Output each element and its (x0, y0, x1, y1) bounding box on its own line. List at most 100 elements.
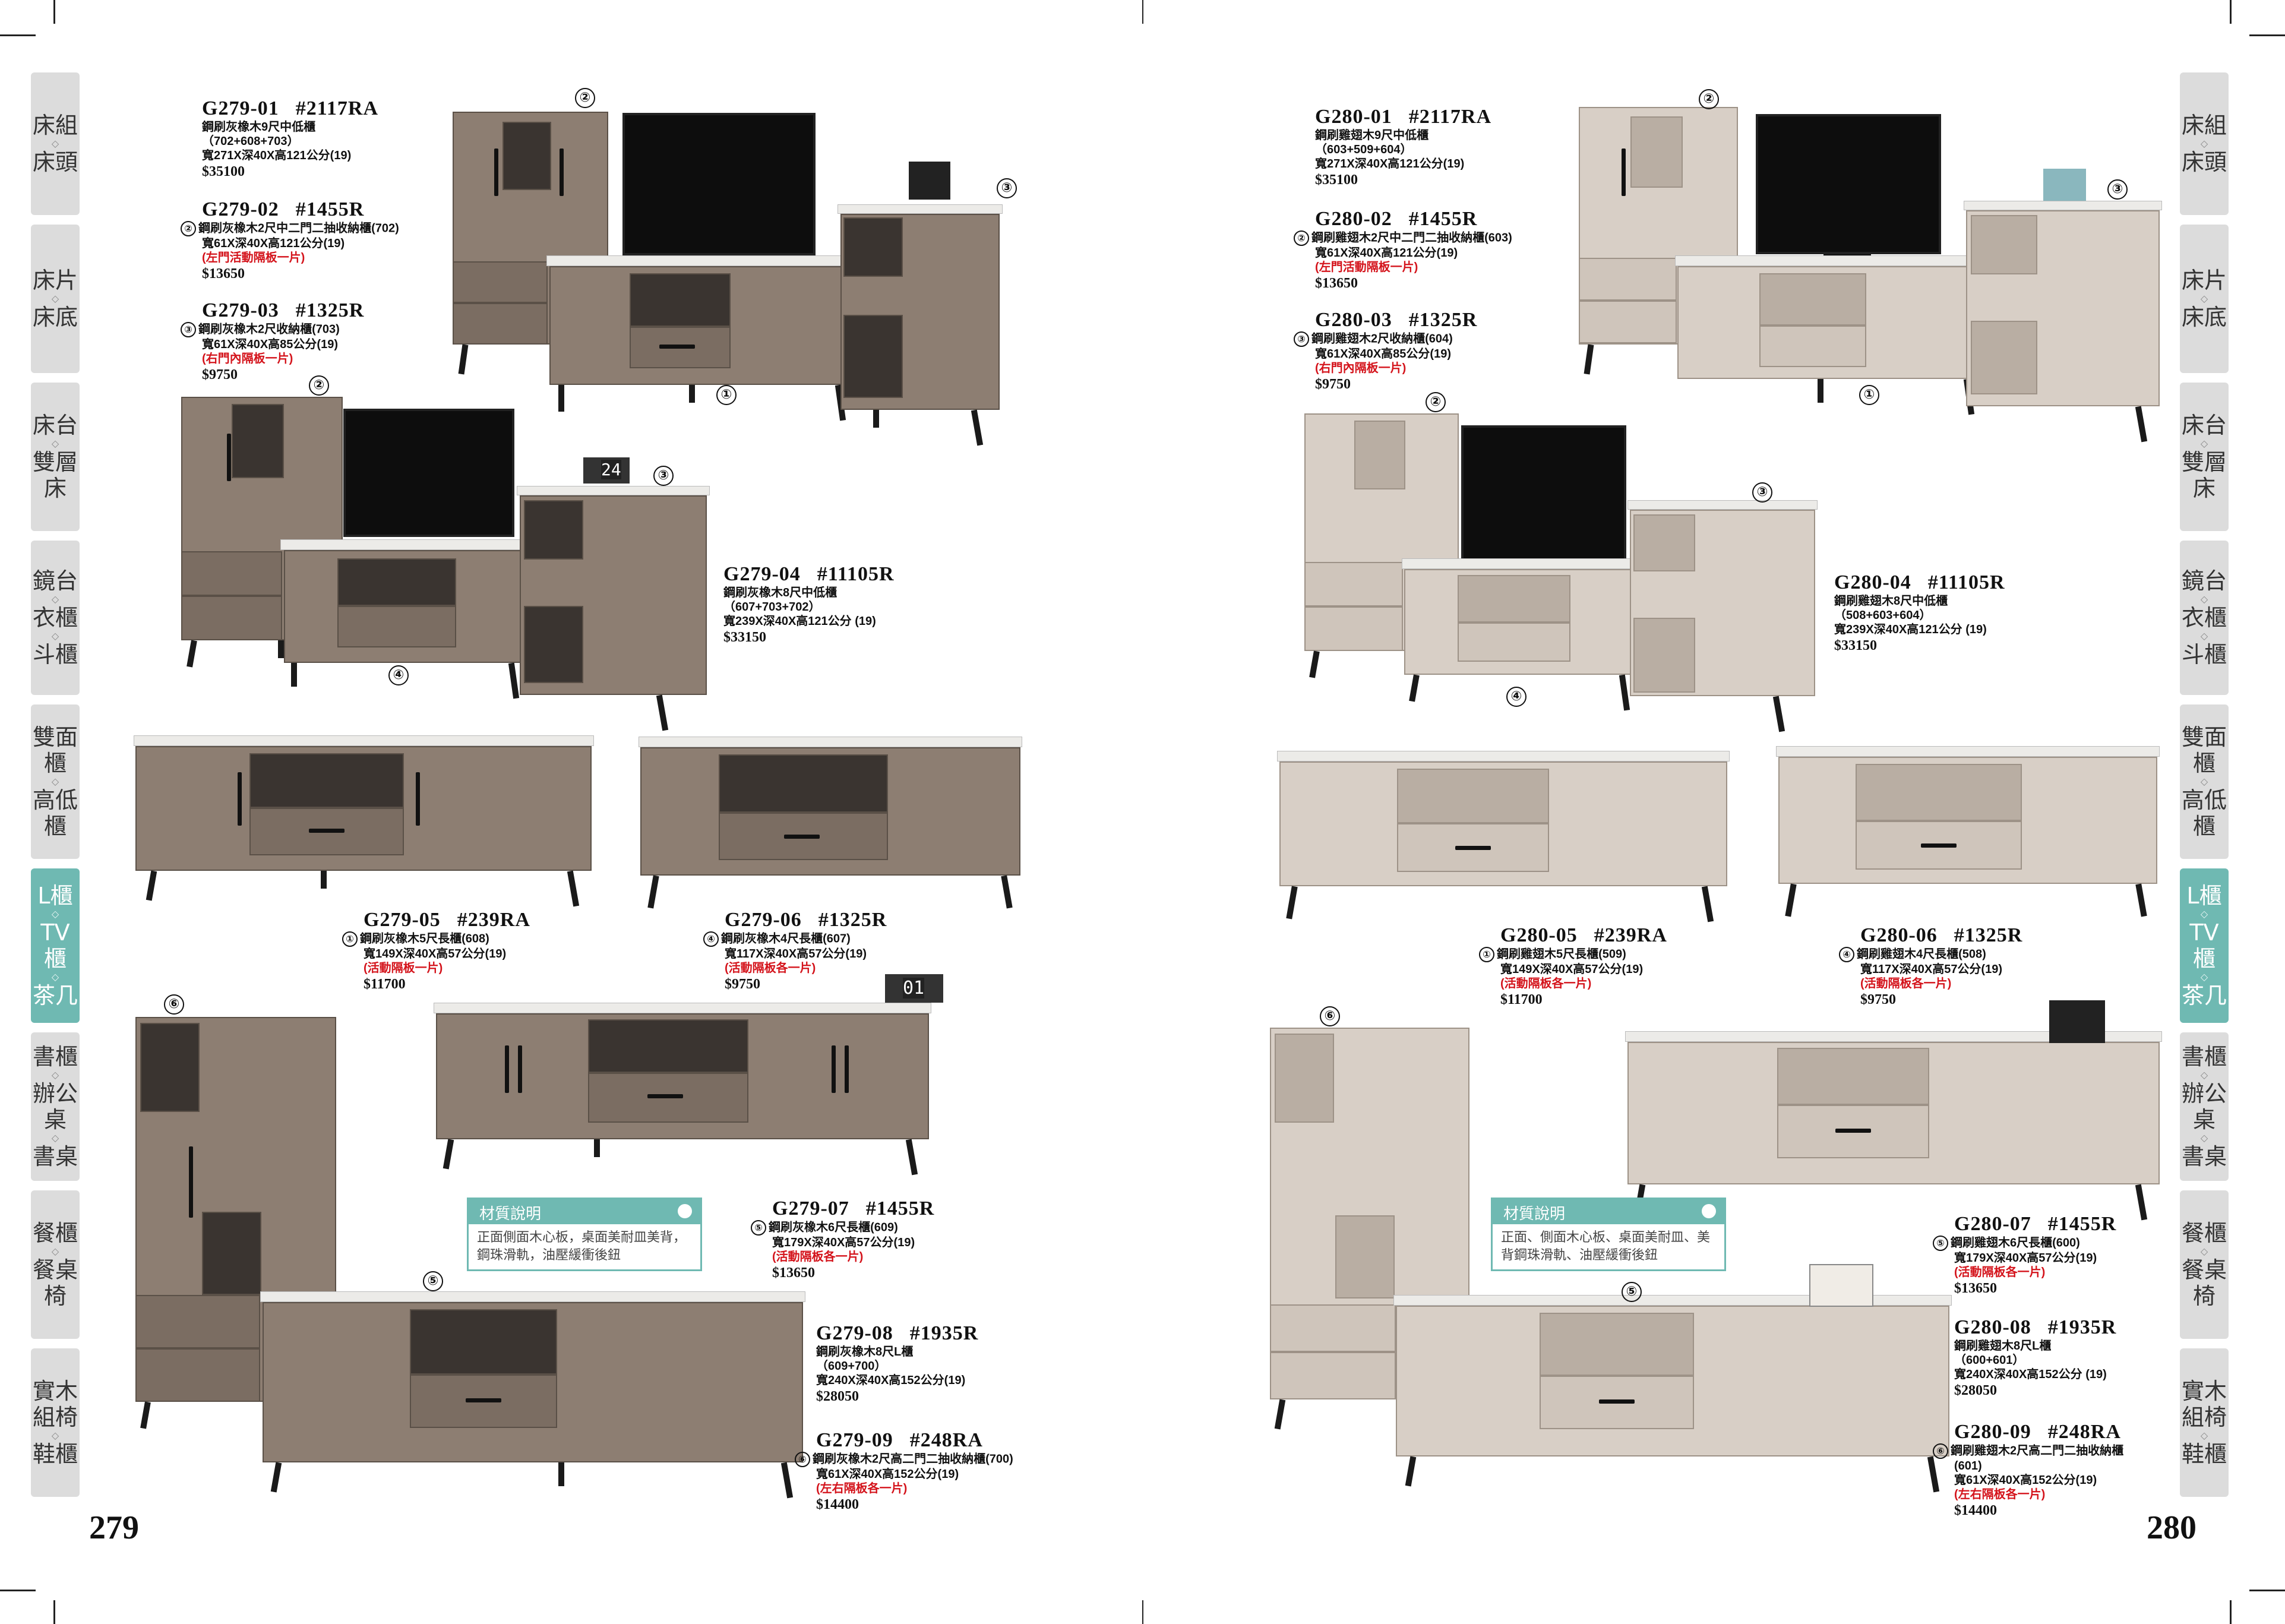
leg (270, 1462, 282, 1493)
tabletop (1625, 1031, 2162, 1042)
drawer (135, 1348, 260, 1402)
callout-6: ⑥ (1320, 1006, 1340, 1026)
product-code: G280-01 (1315, 106, 1392, 128)
tabletop (1675, 255, 1985, 266)
crop-mark (2230, 0, 2232, 24)
nav-separator: ◇ (51, 1430, 59, 1441)
product-code: G279-05 (364, 909, 441, 931)
tabletop (280, 539, 529, 550)
open-shelf (1458, 575, 1570, 623)
nav-separator: ◇ (2200, 776, 2208, 787)
nav-tab-label: 床頭 (32, 149, 78, 175)
material-info-body: 正面側面木心板，桌面美耐皿美背，鋼珠滑軌，油壓緩衝後鈕 (477, 1230, 687, 1263)
nav-tab-dining[interactable]: 餐櫃◇餐桌椅 (31, 1190, 80, 1339)
tabletop (134, 735, 594, 746)
product-desc: 鋼刷雞翅木8尺L櫃 (1954, 1339, 2052, 1353)
page-number-right: 280 (2147, 1509, 2196, 1546)
product-note: (左右隔板各一片) (816, 1482, 908, 1495)
product-price: $13650 (202, 266, 245, 282)
product-desc: （508+603+604） (1834, 609, 1932, 622)
leg (567, 870, 580, 907)
tv-screen (343, 409, 514, 537)
material-info-box: 材質說明 正面、側面木心板、桌面美耐皿、美背鋼珠滑軌、油壓緩衝後鈕 (1491, 1198, 1726, 1271)
product-note: (右門內隔板一片) (202, 352, 293, 365)
nav-tab-label: 斗櫃 (2181, 642, 2227, 668)
open-shelf (1971, 215, 2037, 274)
nav-tab-bookcase[interactable]: 書櫃◇辦公桌◇書桌 (2180, 1032, 2229, 1181)
drawer (1458, 623, 1570, 662)
item-number: ⑤ (1933, 1236, 1948, 1251)
leg (1286, 886, 1298, 920)
product-dims: 寬240X深40X高152公分(19) (816, 1374, 966, 1387)
leg (1785, 883, 1797, 917)
photo-frame (2043, 169, 2086, 201)
open-shelf (140, 1023, 200, 1112)
nav-separator: ◇ (51, 1246, 59, 1257)
open-shelf (1971, 321, 2037, 394)
leg (1274, 1399, 1286, 1430)
product-dims: 寬271X深40X高121公分(19) (202, 149, 352, 162)
nav-tab-display-cabinet[interactable]: 雙面櫃◇高低櫃 (2180, 704, 2229, 859)
nav-tab-label: 床頭 (2181, 149, 2227, 175)
product-price: $28050 (1954, 1383, 1997, 1398)
product-price: $9750 (202, 367, 238, 383)
tabletop (1402, 558, 1633, 569)
product-price: $33150 (1834, 638, 1877, 653)
item-number: ③ (181, 322, 196, 337)
nav-tab-label: 辦公桌 (32, 1080, 78, 1133)
product-sku: #11105R (1927, 571, 2005, 593)
nav-tab-display-cabinet[interactable]: 雙面櫃◇高低櫃 (31, 704, 80, 859)
nav-separator: ◇ (51, 971, 59, 982)
crop-mark (1142, 1600, 1143, 1624)
callout-3: ③ (997, 178, 1017, 198)
product-code: G279-01 (202, 97, 279, 119)
nav-tab-dresser[interactable]: 鏡台◇衣櫃◇斗櫃 (31, 541, 80, 695)
nav-tab-solid-wood[interactable]: 實木組椅◇鞋櫃 (2180, 1348, 2229, 1497)
callout-2: ② (309, 375, 329, 396)
nav-tab-bed-frame[interactable]: 床組◇床頭 (31, 72, 80, 215)
leg (140, 1401, 151, 1429)
product-dims: 寬117X深40X高57公分(19) (725, 947, 867, 961)
product-dims: 寬239X深40X高121公分 (19) (723, 615, 876, 628)
crop-mark (0, 34, 36, 36)
nav-tab-bookcase[interactable]: 書櫃◇辦公桌◇書桌 (31, 1032, 80, 1181)
nav-tab-dresser[interactable]: 鏡台◇衣櫃◇斗櫃 (2180, 541, 2229, 695)
product-code: G279-08 (816, 1322, 893, 1344)
photo-frame (1809, 1264, 1873, 1307)
product-note: (右門內隔板一片) (1315, 362, 1407, 375)
callout-3: ③ (1752, 482, 1772, 503)
item-number: ⑥ (1933, 1443, 1948, 1459)
crop-mark (2249, 34, 2285, 36)
product-code: G280-03 (1315, 309, 1392, 331)
nav-tab-bed-panel[interactable]: 床片◇床底 (2180, 225, 2229, 373)
nav-tab-tv-cabinet[interactable]: L櫃◇TV櫃◇茶几 (2180, 868, 2229, 1023)
leg (905, 1139, 918, 1176)
drawer (181, 551, 282, 596)
product-sku: #1325R (1408, 309, 1478, 331)
drawer (453, 303, 548, 345)
nav-tab-bed-platform[interactable]: 床台◇雙層床 (31, 383, 80, 531)
product-price: $33150 (723, 630, 766, 645)
nav-tab-solid-wood[interactable]: 實木組椅◇鞋櫃 (31, 1348, 80, 1497)
leg (656, 694, 669, 731)
nav-tab-bed-frame[interactable]: 床組◇床頭 (2180, 72, 2229, 215)
open-shelf (1633, 618, 1695, 693)
nav-tab-label: 床底 (32, 304, 78, 330)
leg (278, 640, 284, 658)
nav-tab-tv-cabinet[interactable]: L櫃◇TV櫃◇茶几 (31, 868, 80, 1023)
open-shelf (1633, 514, 1695, 571)
drawer (1304, 562, 1403, 606)
open-shelf (1630, 116, 1683, 188)
nav-tab-label: 雙面櫃 (2181, 724, 2227, 776)
nav-tab-dining[interactable]: 餐櫃◇餐桌椅 (2180, 1190, 2229, 1339)
nav-tab-bed-platform[interactable]: 床台◇雙層床 (2180, 383, 2229, 531)
info-dot-icon (678, 1204, 692, 1218)
drawer (1270, 1352, 1396, 1399)
handle (1622, 149, 1626, 196)
drawer (453, 261, 548, 303)
nav-tab-bed-panel[interactable]: 床片◇床底 (31, 225, 80, 373)
